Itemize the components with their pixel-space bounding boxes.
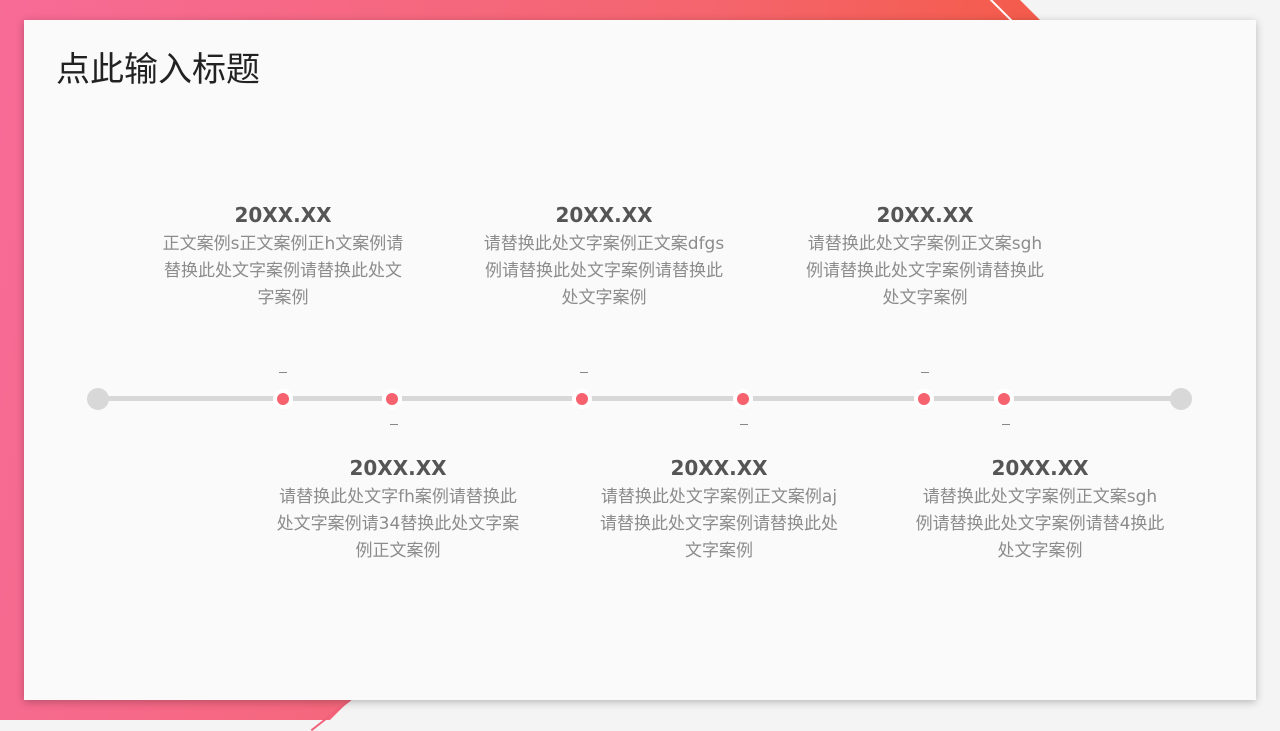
slide-card: 点此输入标题 20XX.XX 正文案例s正文案例正h文案例请替换此处文字案例请替换… [24, 20, 1256, 700]
timeline-dot [914, 389, 934, 409]
event-text: 请替换此处文字案例正文案dfgs例请替换此处文字案例请替换此处文字案例 [483, 234, 725, 308]
event-2: 20XX.XX 请替换此处文字fh案例请替换此处文字案例请34替换此处文字案例正文… [273, 452, 523, 565]
event-text: 请替换此处文字fh案例请替换此处文字案例请34替换此处文字案例正文案例 [276, 487, 520, 561]
timeline-end [1170, 388, 1192, 410]
dash-mark [390, 424, 398, 425]
event-date: 20XX.XX [670, 456, 768, 480]
dash-mark [921, 372, 929, 373]
event-1: 20XX.XX 正文案例s正文案例正h文案例请替换此处文字案例请替换此处文字案例 [158, 199, 408, 312]
timeline-track [98, 396, 1181, 401]
timeline-dot [382, 389, 402, 409]
event-6: 20XX.XX 请替换此处文字案例正文案sgh例请替换此处文字案例请替4换此处文字… [915, 452, 1165, 565]
event-3: 20XX.XX 请替换此处文字案例正文案dfgs例请替换此处文字案例请替换此处文字… [479, 199, 729, 312]
event-date: 20XX.XX [349, 456, 447, 480]
event-date: 20XX.XX [991, 456, 1089, 480]
event-5: 20XX.XX 请替换此处文字案例正文案sgh例请替换此处文字案例请替换此处文字案… [800, 199, 1050, 312]
dash-mark [1002, 424, 1010, 425]
event-4: 20XX.XX 请替换此处文字案例正文案例aj请替换此处文字案例请替换此处文字案例 [594, 452, 844, 565]
event-text: 请替换此处文字案例正文案sgh例请替换此处文字案例请替换此处文字案例 [806, 234, 1044, 308]
dash-mark [740, 424, 748, 425]
timeline-dot [572, 389, 592, 409]
event-text: 请替换此处文字案例正文案例aj请替换此处文字案例请替换此处文字案例 [600, 487, 838, 561]
dash-mark [580, 372, 588, 373]
event-text: 请替换此处文字案例正文案sgh例请替换此处文字案例请替4换此处文字案例 [915, 487, 1165, 561]
slide-title[interactable]: 点此输入标题 [56, 50, 260, 90]
dash-mark [279, 372, 287, 373]
timeline-start [87, 388, 109, 410]
timeline-dot [994, 389, 1014, 409]
timeline-dot [733, 389, 753, 409]
event-date: 20XX.XX [234, 203, 332, 227]
event-date: 20XX.XX [555, 203, 653, 227]
timeline-dot [273, 389, 293, 409]
event-text: 正文案例s正文案例正h文案例请替换此处文字案例请替换此处文字案例 [162, 234, 404, 308]
event-date: 20XX.XX [876, 203, 974, 227]
